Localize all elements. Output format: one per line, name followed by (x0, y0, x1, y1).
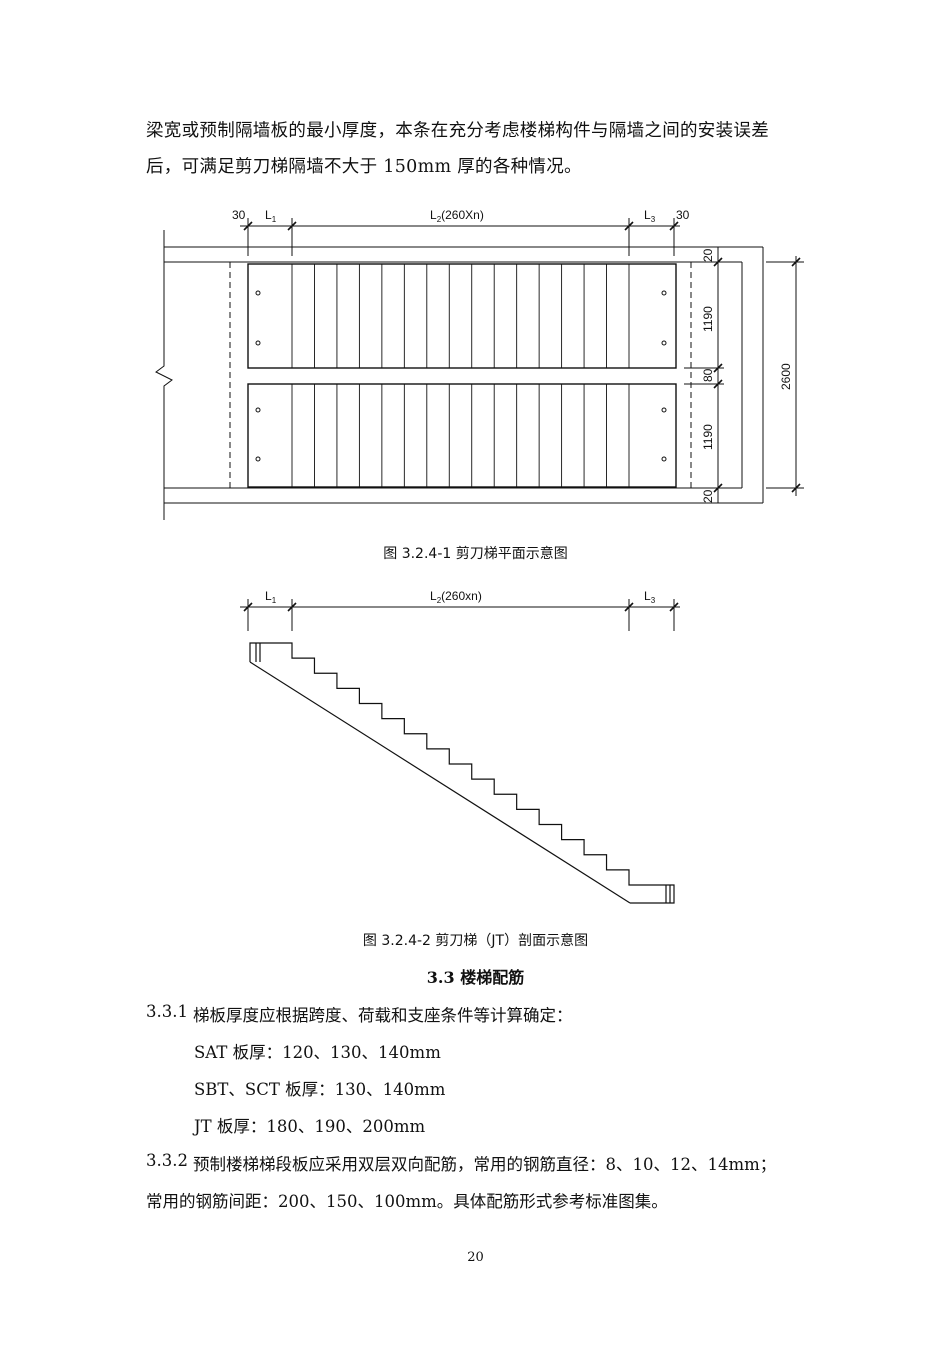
sec-dim-L2-sub: 2 (437, 596, 442, 605)
plan-diagram: 30 L1 L2(260Xn) L3 30 20 1190 80 1190 20… (155, 208, 804, 520)
wall-break-line (155, 230, 173, 520)
plan-treads-lower (291, 384, 630, 487)
dim-1190-bottom: 1190 (701, 424, 715, 450)
dim-L2-rest: (260Xn) (441, 208, 484, 222)
dim-L3-sub: 3 (651, 215, 656, 224)
stair-flight-upper (247, 263, 677, 369)
dim-L1-sub: 1 (272, 215, 277, 224)
lifting-hole (661, 340, 667, 346)
svg-text:L1: L1 (265, 208, 277, 224)
item-3-3-2-text: 预制楼梯梯段板应采用双层双向配筋，常用的钢筋直径：8、10、12、14mm； (193, 1155, 777, 1174)
plan-caption: 图 3.2.4-1 剪刀梯平面示意图 (383, 546, 568, 562)
stair-soffit (249, 661, 631, 904)
dim-L1: L (265, 208, 272, 222)
page-number: 20 (467, 1250, 484, 1265)
sec-dim-L2-rest: (260xn) (441, 589, 482, 603)
lifting-hole (255, 340, 261, 346)
sat-thickness: SAT 板厚：120、130、140mm (194, 1043, 441, 1062)
item-3-3-2-number: 3.3.2 (146, 1151, 188, 1170)
stair-profile (249, 642, 675, 904)
sec-dim-L1-sub: 1 (272, 596, 277, 605)
item-3-3-2-line-2: 常用的钢筋间距：200、150、100mm。具体配筋形式参考标准图集。 (146, 1192, 668, 1211)
dim-L3: L (644, 208, 651, 222)
svg-text:L3: L3 (644, 589, 656, 605)
section-heading: 3.3 楼梯配筋 (426, 968, 525, 987)
lifting-hole (255, 407, 261, 413)
section-diagram: L1 L2(260xn) L3 (240, 589, 680, 904)
sec-dim-L3-sub: 3 (651, 596, 656, 605)
svg-text:L2(260xn): L2(260xn) (430, 589, 482, 605)
svg-text:L2(260Xn): L2(260Xn) (430, 208, 484, 224)
stair-flight-lower (247, 383, 677, 488)
sec-dim-L2: L (430, 589, 437, 603)
plan-treads-upper (291, 264, 630, 368)
sbt-sct-thickness: SBT、SCT 板厚：130、140mm (194, 1080, 446, 1099)
section-caption: 图 3.2.4-2 剪刀梯（JT）剖面示意图 (362, 933, 589, 949)
jt-thickness: JT 板厚：180、190、200mm (194, 1117, 426, 1136)
dim-L2: L (430, 208, 437, 222)
intro-line-2: 后，可满足剪刀梯隔墙不大于 150mm 厚的各种情况。 (146, 157, 582, 177)
lifting-hole (661, 407, 667, 413)
dim-20-bottom: 20 (701, 489, 715, 503)
intro-line-1: 梁宽或预制隔墙板的最小厚度，本条在充分考虑楼梯构件与隔墙之间的安装误差 (146, 121, 769, 141)
dim-1190-top: 1190 (701, 306, 715, 332)
dim-2600: 2600 (779, 363, 793, 390)
svg-text:L3: L3 (644, 208, 656, 224)
item-3-3-1-number: 3.3.1 (146, 1002, 188, 1021)
dim-30-right: 30 (676, 208, 690, 222)
sec-dim-L3: L (644, 589, 651, 603)
svg-text:L1: L1 (265, 589, 277, 605)
dim-30-left: 30 (232, 208, 246, 222)
sec-dim-L1: L (265, 589, 272, 603)
dim-L2-sub: 2 (437, 215, 442, 224)
item-3-3-1-text: 梯板厚度应根据跨度、荷载和支座条件等计算确定： (193, 1006, 573, 1025)
dim-20-top: 20 (701, 248, 715, 262)
lifting-hole (255, 290, 261, 296)
lifting-hole (661, 456, 667, 462)
lifting-hole (255, 456, 261, 462)
dim-80: 80 (701, 368, 715, 382)
lifting-hole (661, 290, 667, 296)
